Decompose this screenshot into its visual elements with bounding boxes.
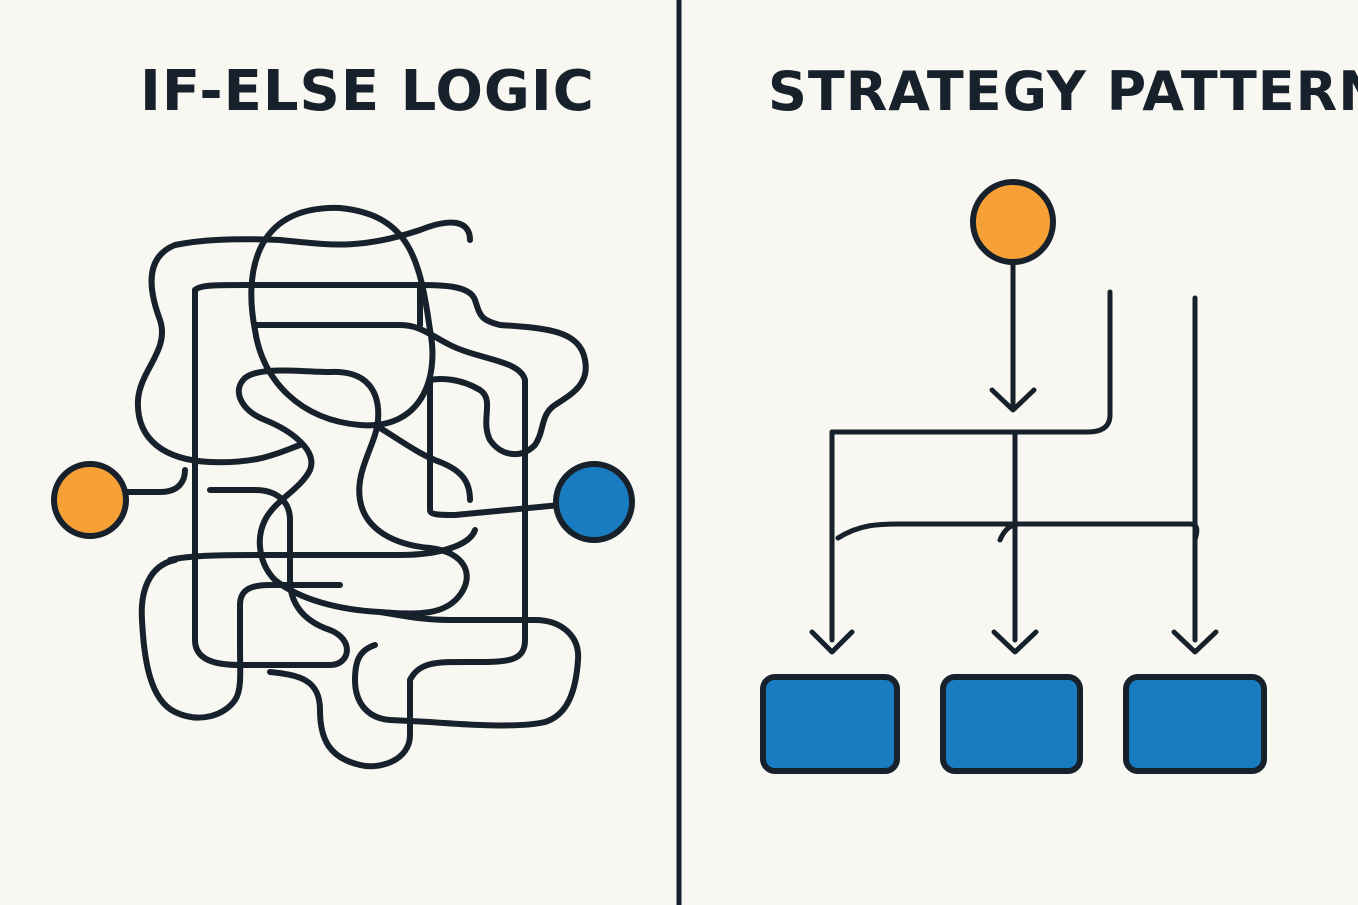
strategy-lines [809, 257, 1219, 655]
tangle-path-lower-weave [167, 527, 478, 563]
tangle-path-right-branch [427, 377, 563, 518]
side-line-right-1 [829, 289, 1113, 435]
arrowhead-right [1171, 629, 1219, 655]
arrowhead-left [809, 629, 855, 655]
curved-connector [835, 521, 1200, 543]
if-else-end-node [553, 461, 635, 543]
tangle-path-middle-loop [235, 367, 470, 617]
tangle-path-crossing [377, 425, 473, 503]
tangle-path-start-link [119, 467, 188, 495]
curved-connector-2 [997, 521, 1023, 543]
strategy-box-2 [940, 674, 1083, 774]
if-else-start-node [51, 461, 129, 539]
strategy-box-3 [1123, 674, 1267, 774]
tangle-path-top-loop [248, 204, 436, 429]
tangled-paths [119, 204, 589, 770]
tangle-path-main-frame [192, 287, 350, 668]
tangle-path-lower-right [267, 637, 528, 770]
arrowhead-center [991, 629, 1039, 655]
source-arrowhead [989, 387, 1037, 413]
tangle-path-upper-right [192, 282, 589, 457]
tangle-path-outer-left [134, 219, 473, 466]
strategy-source-node [970, 179, 1056, 265]
strategy-title: STRATEGY PATTERN [768, 60, 1358, 123]
if-else-title: IF-ELSE LOGIC [140, 59, 595, 124]
tangle-path-bottom-loop [352, 609, 582, 729]
tangle-path-lower-left [138, 557, 343, 721]
strategy-box-1 [760, 674, 900, 774]
tangle-path-center-weave [252, 322, 528, 643]
